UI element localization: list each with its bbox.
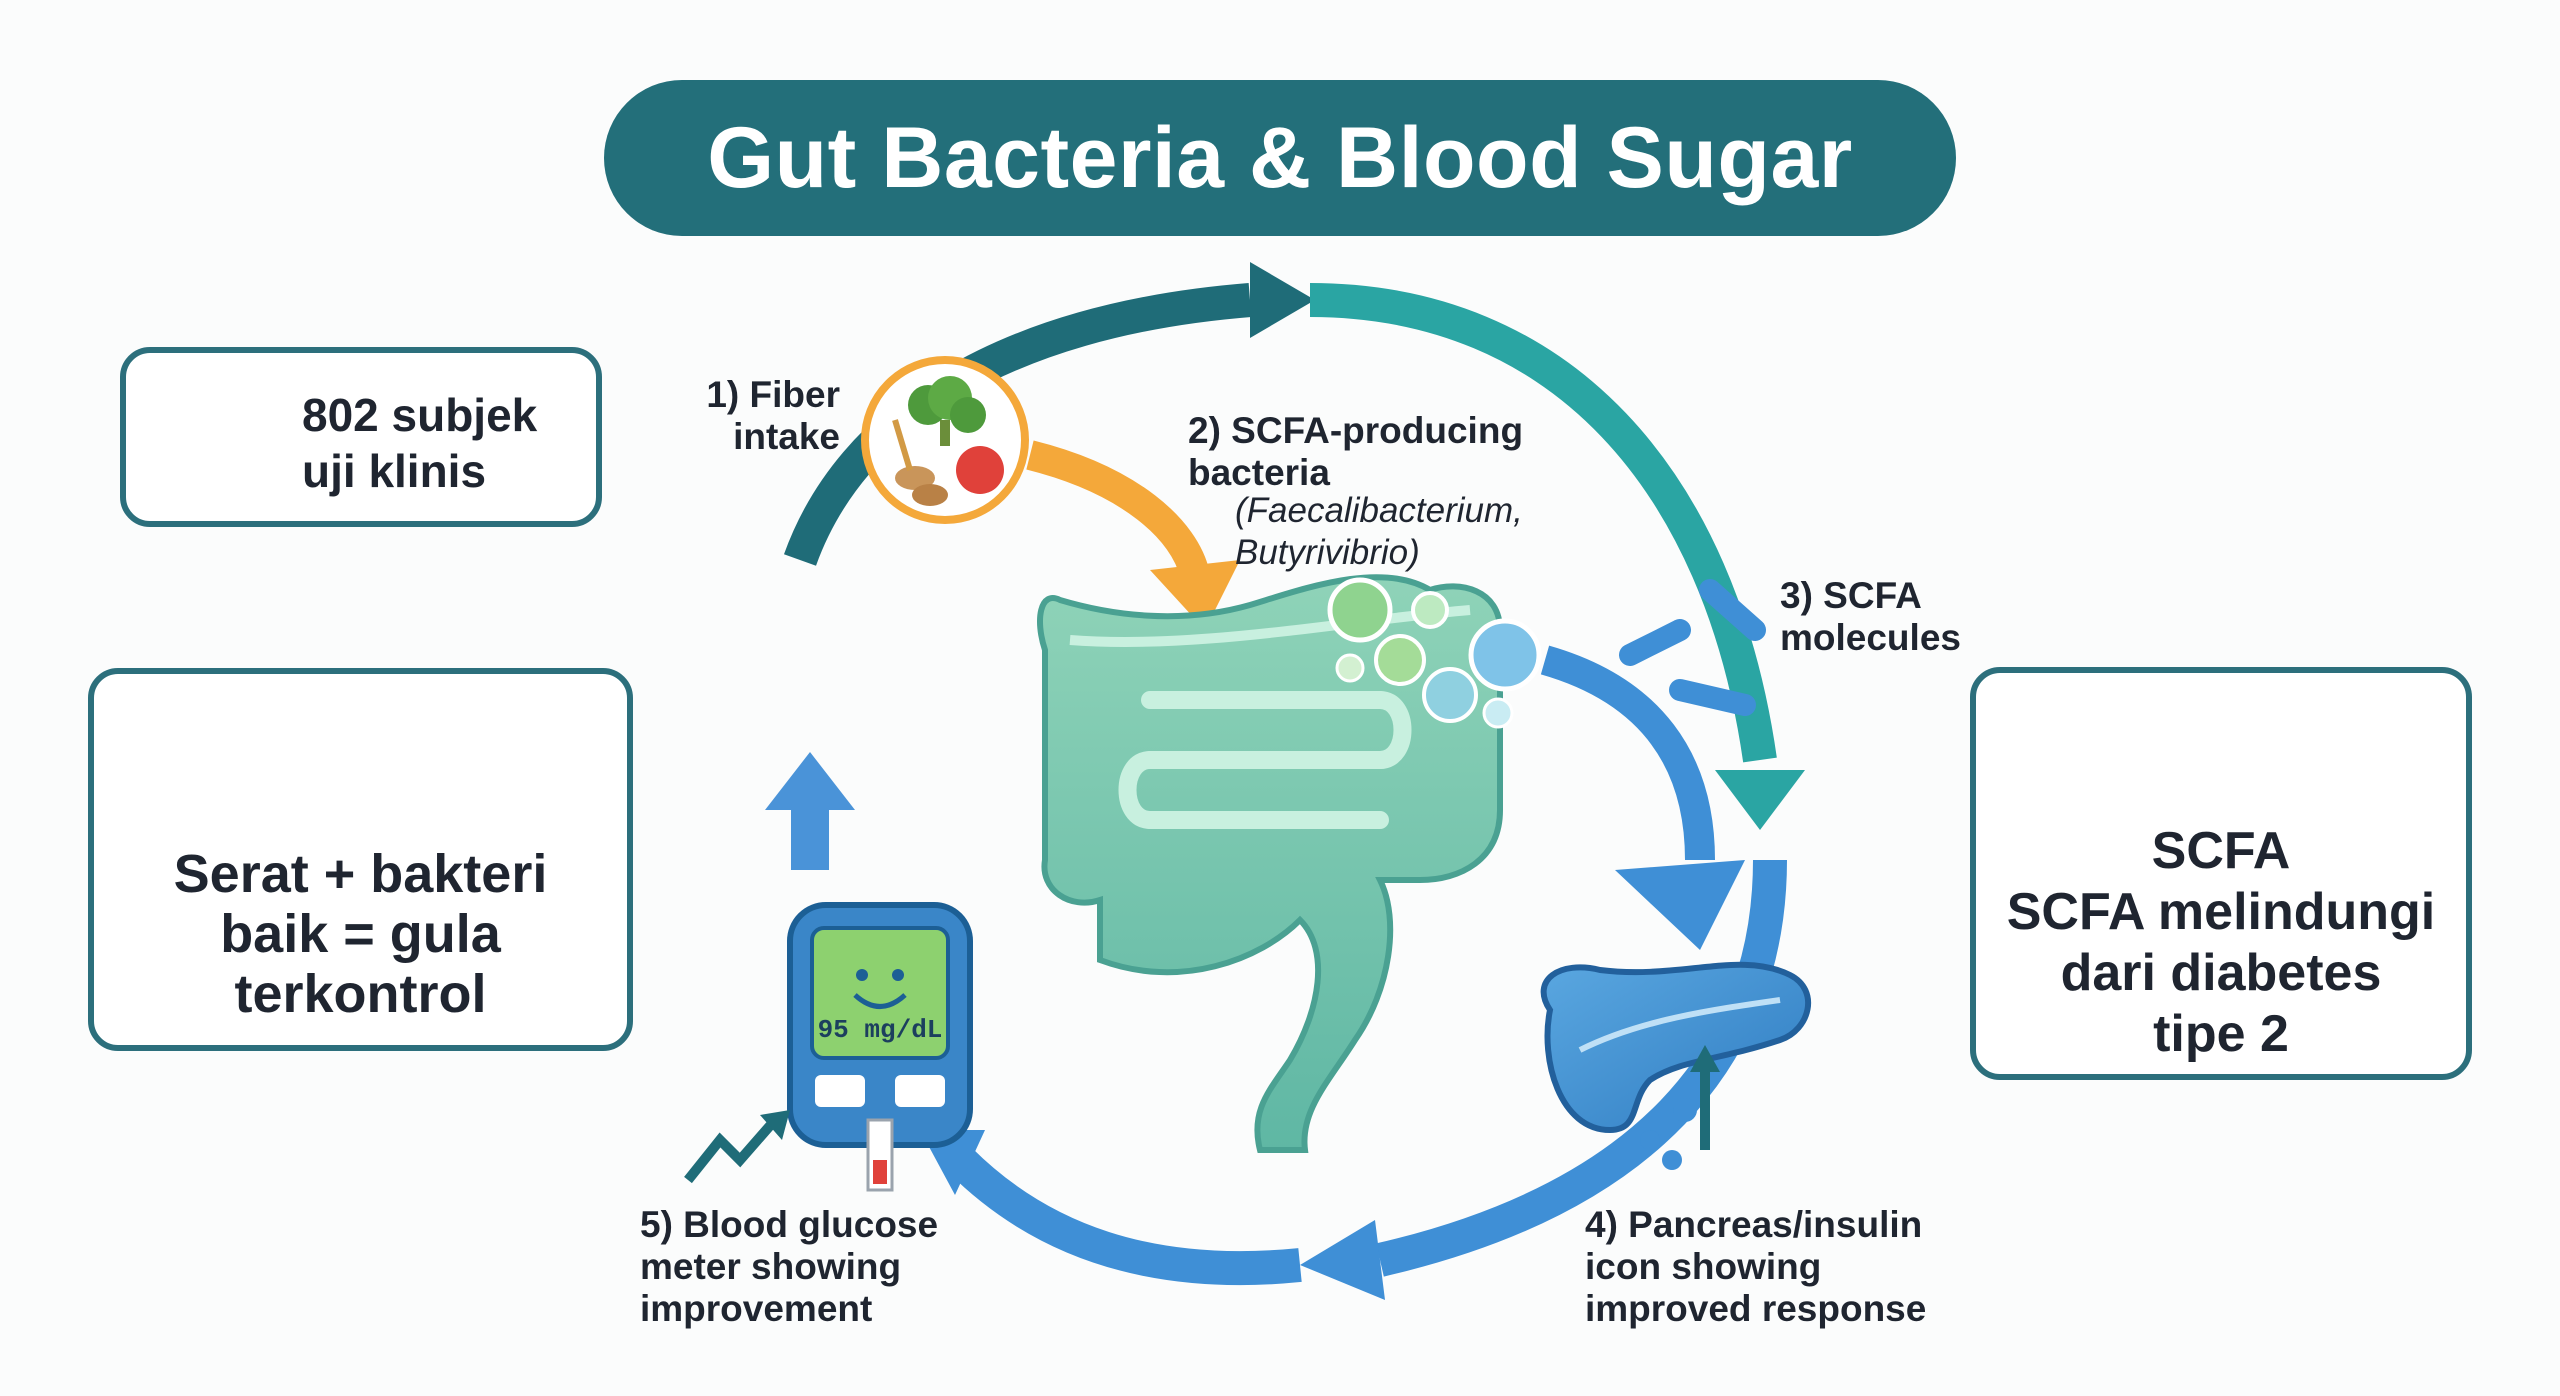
summary-card-text: Serat + bakteri baik = gula terkontrol: [173, 844, 548, 1024]
gut-to-pancreas-arrow: [1540, 645, 1715, 861]
pancreas-icon: [1540, 961, 1811, 1170]
subjects-card: 802 subjek uji klinis: [120, 347, 602, 527]
cycle-arrows: [765, 262, 1805, 1300]
title-banner: Gut Bacteria & Blood Sugar: [604, 80, 1956, 236]
summary-card: Serat + bakteri baik = gula terkontrol: [88, 668, 633, 1051]
subjects-card-text: 802 subjek uji klinis: [302, 389, 538, 497]
glucose-reading: 95 mg/dL: [817, 1015, 943, 1045]
scfa-card-text: SCFA SCFA melindungi dari diabetes tipe …: [2006, 822, 2436, 1063]
step-3-label: 3) SCFA molecules: [1780, 575, 1961, 658]
step-2-label: 2) SCFA-producing bacteria: [1188, 410, 1524, 493]
arrow-head-left-up: [765, 752, 855, 810]
gut-arrow-head: [1615, 860, 1745, 950]
bacteria-icon: [1327, 577, 1542, 729]
arrow-head-right: [1715, 770, 1805, 830]
step-1-label: 1) Fiber intake: [706, 374, 840, 457]
arrow-head-bottom: [1300, 1220, 1385, 1300]
arrow-right-lower: [1376, 859, 1787, 1277]
scfa-card: SCFA SCFA melindungi dari diabetes tipe …: [1970, 667, 2472, 1080]
fiber-arrow-head: [1150, 560, 1240, 630]
step-2-sublabel: (Faecalibacterium, Butyrivibrio): [1235, 491, 1523, 572]
step-4-label: 4) Pancreas/insulin icon showing improve…: [1585, 1204, 1927, 1329]
glucose-meter-icon: [684, 902, 973, 1192]
page-title: Gut Bacteria & Blood Sugar: [707, 109, 1853, 206]
arrow-right-top: [1309, 283, 1777, 763]
arrow-bottom-left: [947, 1147, 1302, 1286]
molecule-icon: [1619, 579, 1766, 716]
intestine-icon: [1037, 574, 1503, 1153]
fiber-to-gut-arrow: [1026, 440, 1210, 580]
step-5-label: 5) Blood glucose meter showing improveme…: [640, 1204, 939, 1329]
arrow-head-top: [1250, 262, 1315, 338]
fiber-food-icon: [861, 356, 1029, 524]
